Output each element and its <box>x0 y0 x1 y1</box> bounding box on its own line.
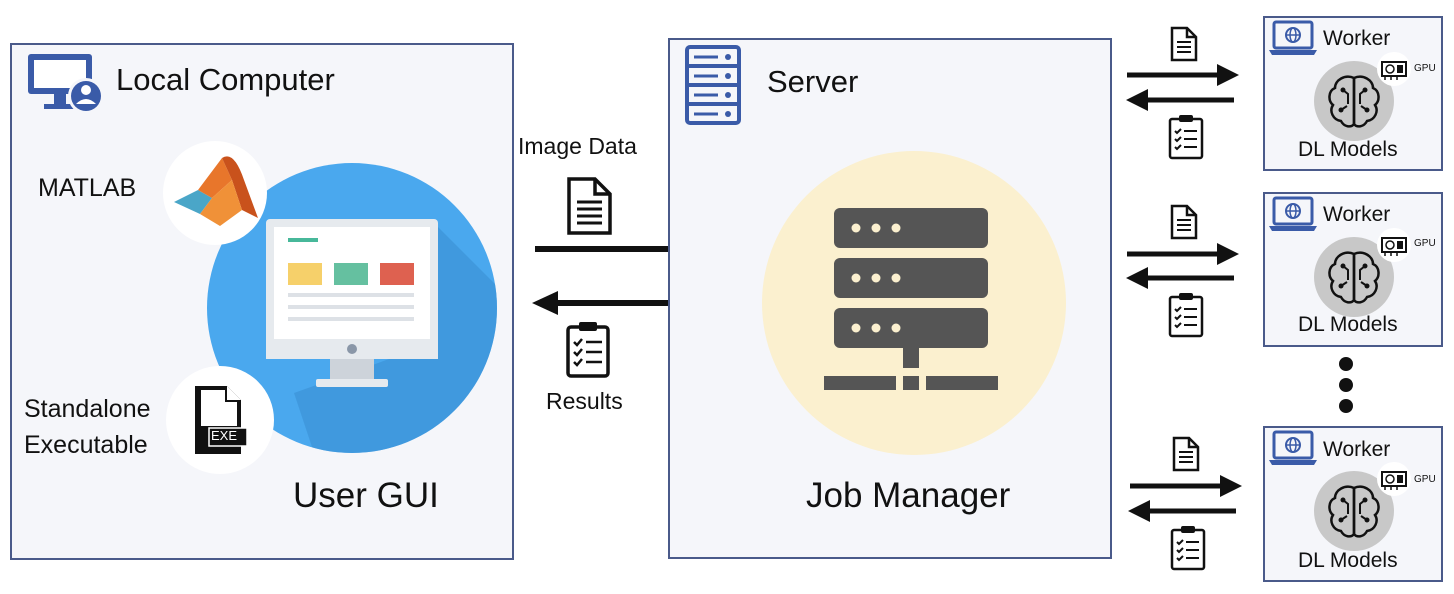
gpu-label: GPU <box>1414 63 1436 74</box>
gpu-icon <box>1377 52 1411 86</box>
worker-arrow-left-icon <box>1128 500 1236 522</box>
worker-title: Worker <box>1323 438 1391 461</box>
local-computer-icon <box>28 54 104 114</box>
worker-title: Worker <box>1323 203 1391 226</box>
worker-arrow-right-icon <box>1127 243 1239 265</box>
worker-arrow-left-icon <box>1126 89 1234 111</box>
worker-title: Worker <box>1323 27 1391 50</box>
standalone-label-line2: Executable <box>24 431 148 459</box>
dl-models-label: DL Models <box>1298 313 1398 336</box>
user-gui-icon <box>207 163 497 453</box>
gpu-label: GPU <box>1414 474 1436 485</box>
job-manager-label: Job Manager <box>806 476 1011 515</box>
job-manager-icon <box>762 151 1066 455</box>
worker-arrow-left-icon <box>1126 267 1234 289</box>
worker-clipboard-icon <box>1170 526 1206 571</box>
gpu-icon <box>1377 228 1411 262</box>
server-rack-icon <box>685 45 741 125</box>
gpu-icon <box>1377 462 1411 496</box>
gpu-label: GPU <box>1414 238 1436 249</box>
image-document-icon <box>567 177 612 235</box>
standalone-label-line1: Standalone <box>24 395 151 423</box>
worker-document-icon <box>1172 436 1200 472</box>
worker-document-icon <box>1170 26 1198 62</box>
more-workers-ellipsis-icon <box>1339 357 1353 413</box>
results-clipboard-icon <box>566 322 610 378</box>
worker-arrow-right-icon <box>1130 475 1242 497</box>
matlab-logo-icon <box>163 141 267 245</box>
dl-models-label: DL Models <box>1298 138 1398 161</box>
user-gui-label: User GUI <box>293 476 439 515</box>
worker-document-icon <box>1170 204 1198 240</box>
results-label: Results <box>546 388 623 414</box>
worker-clipboard-icon <box>1168 293 1204 338</box>
server-title: Server <box>767 64 859 99</box>
laptop-icon <box>1269 430 1317 465</box>
exe-badge-label: EXE <box>211 428 238 443</box>
exe-file-icon <box>166 366 274 474</box>
worker-arrow-right-icon <box>1127 64 1239 86</box>
laptop-icon <box>1269 196 1317 231</box>
worker-clipboard-icon <box>1168 115 1204 160</box>
image-data-label: Image Data <box>518 133 637 159</box>
dl-models-label: DL Models <box>1298 549 1398 572</box>
matlab-label: MATLAB <box>38 174 137 202</box>
brain-icon <box>1314 471 1394 551</box>
laptop-icon <box>1269 20 1317 55</box>
local-computer-title: Local Computer <box>116 62 335 97</box>
brain-icon <box>1314 61 1394 141</box>
brain-icon <box>1314 237 1394 317</box>
